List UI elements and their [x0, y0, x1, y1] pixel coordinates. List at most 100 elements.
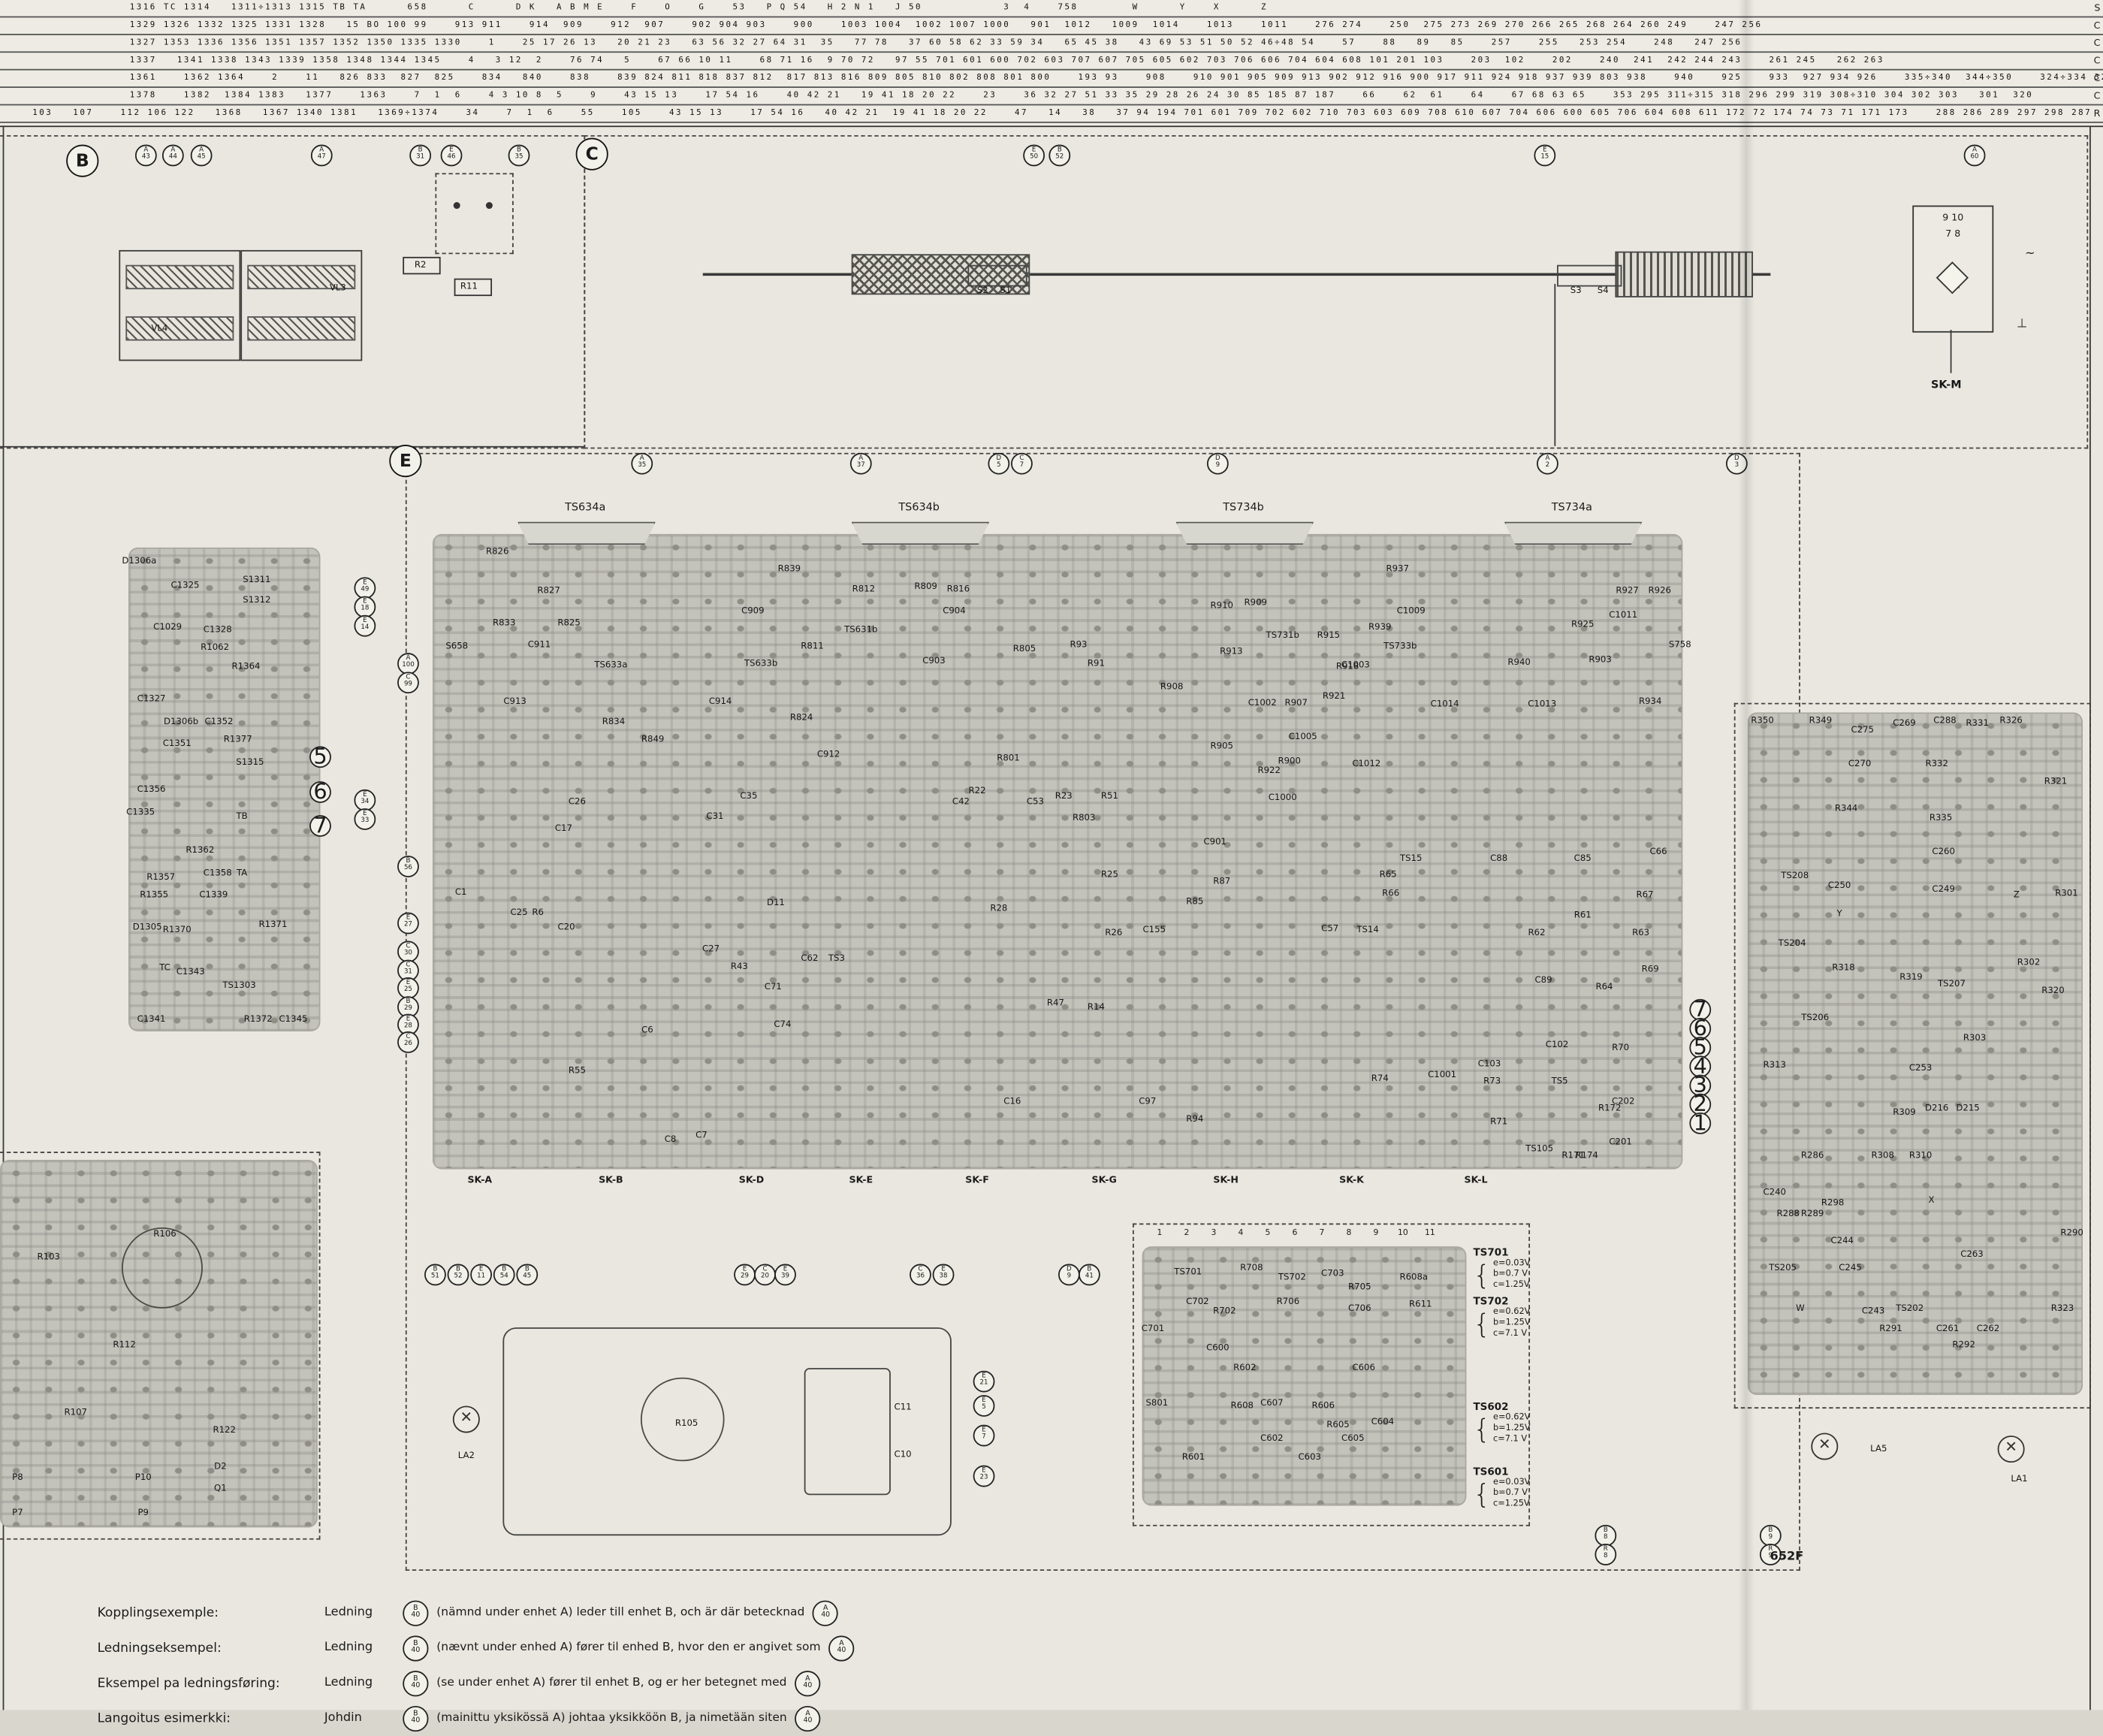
- component-label: R105: [674, 1417, 698, 1429]
- component-label: R1370: [162, 924, 192, 935]
- component-label: S3: [1570, 285, 1582, 296]
- index-strip-row: 1327 1353 1336 1356 1351 1357 1352 1350 …: [0, 35, 2103, 53]
- component-label: R290: [2060, 1227, 2083, 1238]
- component-label: Q1: [213, 1482, 227, 1493]
- section-letter-c: C: [575, 137, 608, 171]
- component-label: R310: [1908, 1149, 1933, 1161]
- transformer-vl3: [240, 249, 363, 361]
- component-label: C703: [1321, 1267, 1344, 1279]
- component-label: R64: [1595, 980, 1613, 992]
- component-label: C1356: [137, 783, 166, 795]
- section-letter-e: E: [389, 445, 422, 478]
- board-pin-number: 9: [1373, 1227, 1379, 1238]
- component-label: R26: [1105, 927, 1123, 938]
- main-board-copper: [432, 533, 1683, 1170]
- connector-label: TS634a: [565, 500, 606, 513]
- component-label: C71: [764, 980, 782, 992]
- component-label: R332: [1925, 758, 1948, 769]
- component-label: R937: [1386, 563, 1409, 575]
- wire-pin-circle: 6: [309, 780, 331, 803]
- component-label: R319: [1899, 971, 1923, 983]
- legend-term: Ledningseksempel:: [97, 1640, 222, 1656]
- power-board-copper: [0, 1159, 318, 1528]
- component-label: C1339: [199, 889, 228, 901]
- component-label: C1343: [176, 966, 205, 977]
- connector-ts634a: [517, 521, 656, 545]
- component-label: S758: [1668, 639, 1691, 651]
- legend-term: Eksempel pa ledningsføring:: [97, 1675, 280, 1691]
- component-label: C269: [1893, 717, 1916, 729]
- legend-desc: (se under enhet A) fører til enhet B, og…: [436, 1676, 787, 1690]
- component-label: TS701: [1174, 1266, 1202, 1278]
- component-label: C606: [1352, 1362, 1375, 1373]
- component-label: R913: [1220, 645, 1243, 657]
- component-label: S1: [1000, 285, 1012, 296]
- antenna-coil-left: [851, 254, 1030, 295]
- component-label: R302: [2017, 956, 2041, 968]
- resistor-r11: [454, 278, 493, 297]
- index-strip-edge-letter: C: [2093, 55, 2101, 67]
- component-label: C1341: [137, 1013, 166, 1025]
- component-label: C275: [1851, 724, 1874, 735]
- board-pin-number: 7: [1319, 1227, 1325, 1238]
- ac-icon: ~: [2025, 247, 2035, 261]
- board-pin-number: 1: [1157, 1227, 1163, 1238]
- component-label: R849: [641, 733, 665, 745]
- component-label: R939: [1368, 621, 1392, 633]
- sk-connector-label: SK-F: [965, 1174, 989, 1186]
- component-label: Y: [1836, 907, 1842, 919]
- component-label: TA: [236, 867, 248, 879]
- transistor-symbol: [453, 202, 460, 210]
- antenna-coil-right: [1615, 251, 1753, 297]
- board-pin-number: 4: [1238, 1227, 1244, 1238]
- sk-m-pins-top: 9 10: [1942, 212, 1964, 223]
- component-label: R331: [1966, 717, 1989, 729]
- index-strip-rows: 1316 TC 1314 1311÷1313 1315 TB TA 658 C …: [0, 0, 2103, 123]
- brace-icon: {: [1473, 1257, 1491, 1291]
- component-label: C912: [816, 748, 840, 759]
- component-label: R174: [1575, 1149, 1598, 1161]
- legend-desc: (mainittu yksikössä A) johtaa yksikköön …: [436, 1711, 787, 1725]
- component-label: C10: [894, 1448, 912, 1460]
- component-label: C88: [1490, 853, 1508, 864]
- index-strip-edge-letter: C: [2093, 38, 2101, 49]
- component-label: TS206: [1801, 1012, 1830, 1023]
- component-label: C1014: [1430, 698, 1459, 710]
- lamp-la1-icon: [1997, 1436, 2025, 1463]
- switch-s1-s2-housing: [967, 264, 1027, 287]
- component-label: R112: [113, 1339, 136, 1351]
- component-label: R1357: [146, 871, 176, 883]
- component-label: S1312: [243, 594, 271, 605]
- voltage-e: e=0.62V: [1492, 1412, 1531, 1423]
- component-label: C155: [1142, 924, 1166, 935]
- component-label: TS733b: [1383, 640, 1417, 651]
- component-label: R22: [968, 785, 986, 796]
- connector-ts734a: [1504, 521, 1643, 545]
- component-label: R303: [1963, 1032, 1987, 1043]
- component-label: R87: [1213, 875, 1231, 887]
- component-label: R940: [1507, 657, 1531, 668]
- component-label: C85: [1573, 853, 1592, 864]
- wire-pin-circle: 1: [1689, 1112, 1712, 1134]
- component-label: R71: [1490, 1116, 1508, 1128]
- component-label: R2: [414, 259, 427, 270]
- component-label: R335: [1929, 812, 1953, 823]
